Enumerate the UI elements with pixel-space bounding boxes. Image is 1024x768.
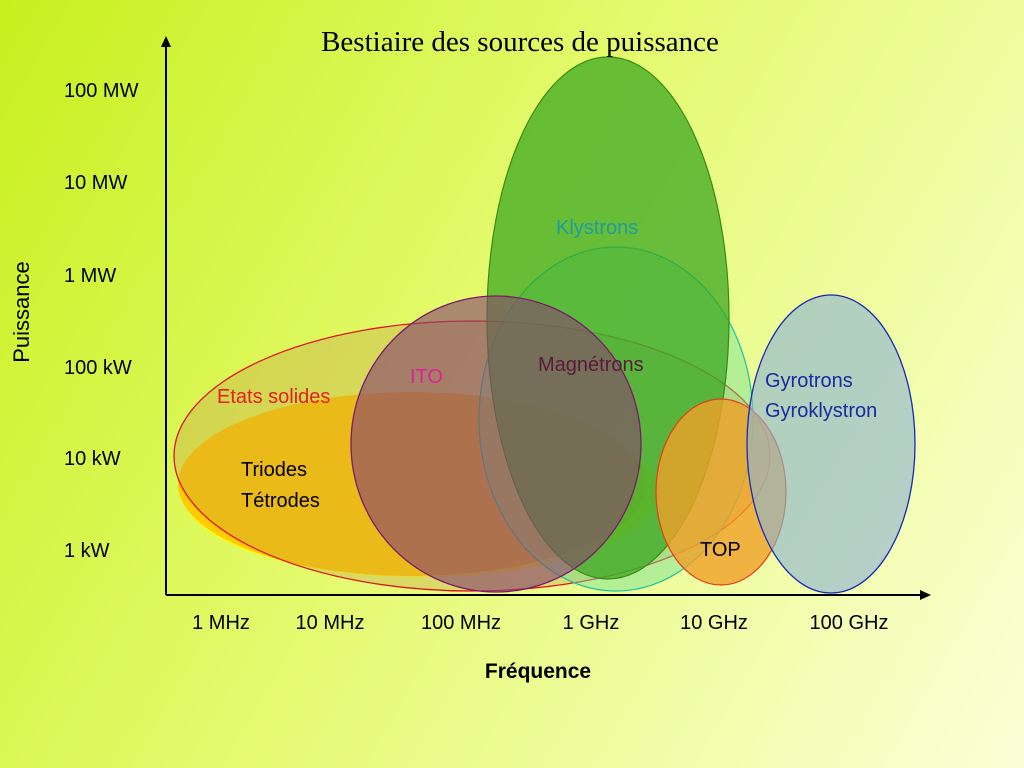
region-ito [350, 295, 642, 593]
label-top: TOP [700, 539, 741, 561]
x-tick-label: 100 MHz [420, 612, 502, 634]
y-tick-label: 1 MW [64, 265, 117, 287]
y-tick-label: 10 MW [64, 172, 128, 194]
region-gyrotrons [746, 294, 916, 594]
x-tick-label: 1 GHz [562, 612, 620, 634]
x-tick-label: 100 GHz [809, 612, 889, 634]
x-tick-label: 1 MHz [192, 612, 250, 634]
y-tick-label: 1 kW [64, 540, 110, 562]
label-magnetrons: Magnétrons [538, 354, 644, 376]
label-gyroklystron: Gyroklystron [765, 400, 878, 422]
chart-title: Bestiaire des sources de puissance [321, 26, 719, 58]
y-tick-label: 10 kW [64, 448, 121, 470]
y-axis-label: Puissance [9, 261, 34, 363]
label-etats-solides: Etats solides [217, 386, 331, 408]
label-ito: ITO [410, 366, 443, 388]
y-tick-label: 100 MW [64, 80, 139, 102]
x-axis-label: Fréquence [484, 660, 592, 683]
y-tick-label: 100 kW [64, 357, 132, 379]
label-gyrotrons: Gyrotrons [765, 370, 853, 392]
y-axis-arrow [161, 36, 171, 47]
x-axis-arrow [920, 590, 931, 600]
x-tick-label: 10 MHz [295, 612, 365, 634]
x-tick-label: 10 GHz [680, 612, 748, 634]
label-triodes: Triodes [241, 459, 307, 481]
label-klystrons: Klystrons [556, 217, 639, 239]
label-tetrodes: Tétrodes [241, 490, 320, 512]
